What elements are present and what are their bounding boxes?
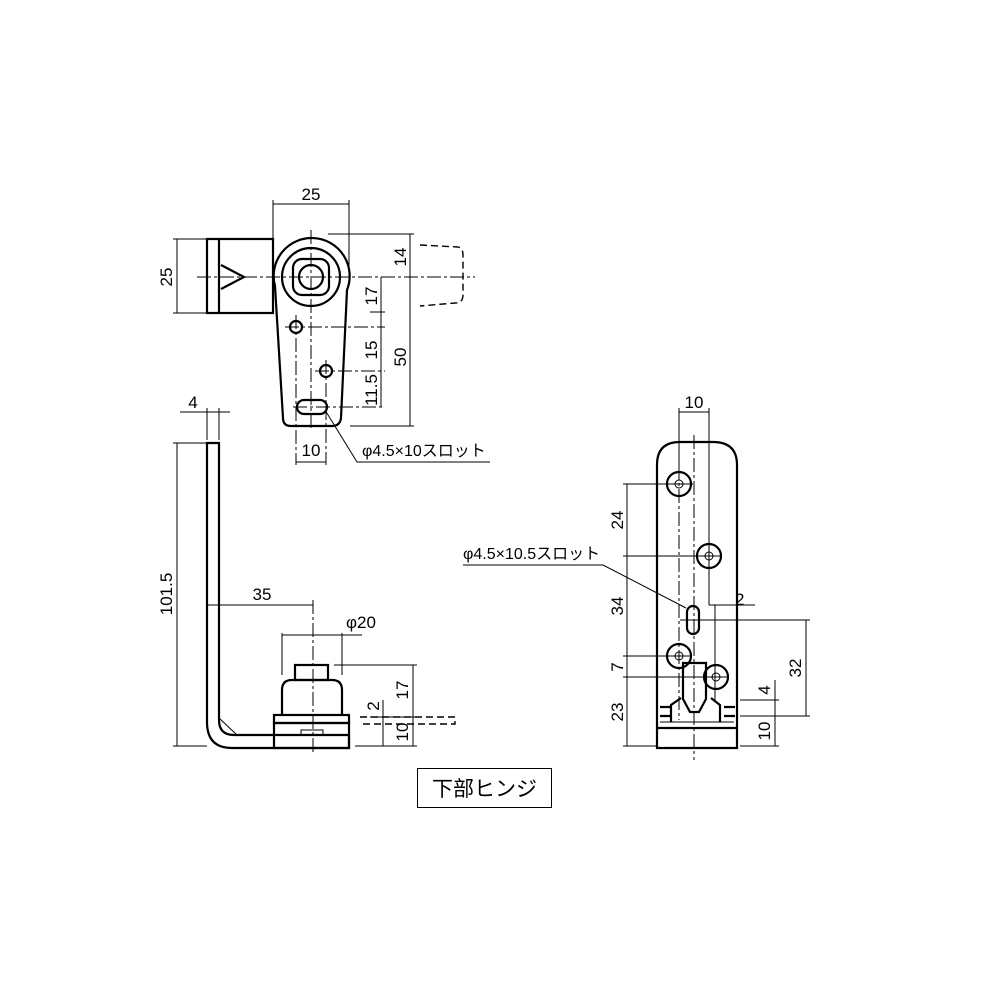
dim-32: 32 <box>786 659 805 678</box>
dim-17-side: 17 <box>393 681 412 700</box>
dim-34: 34 <box>608 597 627 616</box>
dim-50: 50 <box>391 348 410 367</box>
dim-17: 17 <box>362 287 381 306</box>
dim-11-5: 11.5 <box>362 374 381 406</box>
dim-101-5: 101.5 <box>157 573 176 616</box>
dim-15: 15 <box>362 341 381 360</box>
dim-24: 24 <box>608 511 627 530</box>
dim-top-width: 25 <box>302 185 321 204</box>
slot-label-front: φ4.5×10.5スロット <box>463 546 600 563</box>
top-view: 25 25 14 17 15 11.5 50 10 φ4.5×10スロット <box>157 185 490 465</box>
slot-label: φ4.5×10スロット <box>362 443 486 460</box>
dim-23: 23 <box>608 703 627 722</box>
dim-4: 4 <box>755 685 774 694</box>
drawing-title: 下部ヒンジ <box>417 768 552 808</box>
dim-10-side: 10 <box>393 723 412 742</box>
dim-thickness: 4 <box>188 393 197 412</box>
dim-10: 10 <box>302 441 321 460</box>
front-view: 10 24 34 7 23 2 32 4 10 φ4.5×10.5スロット <box>463 393 810 760</box>
dim-phi20: φ20 <box>346 613 376 632</box>
side-view: 4 101.5 35 φ20 2 17 10 <box>157 393 456 755</box>
dim-2-front: 2 <box>735 590 744 609</box>
dim-10-front: 10 <box>755 722 774 741</box>
dim-7: 7 <box>608 662 627 671</box>
dim-10-top: 10 <box>685 393 704 412</box>
dim-2: 2 <box>364 701 383 710</box>
dim-35: 35 <box>253 585 272 604</box>
dim-top-height: 25 <box>157 268 176 287</box>
dim-14: 14 <box>391 248 410 267</box>
